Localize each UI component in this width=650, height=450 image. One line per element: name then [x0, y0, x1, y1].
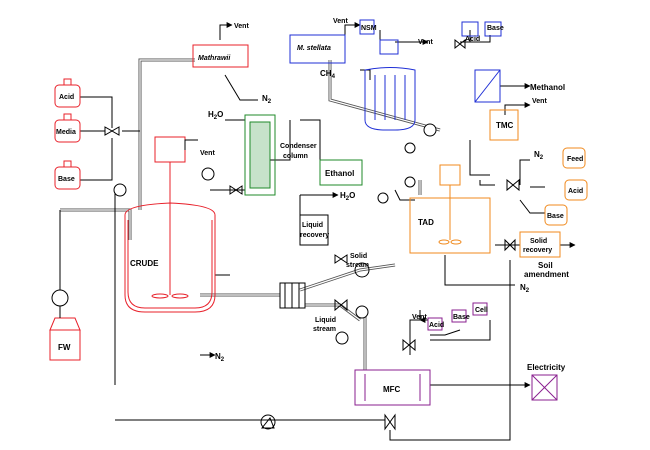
acid-label-red: Acid	[59, 94, 74, 101]
electricity-output	[531, 374, 558, 401]
liquid-recovery-label-1: Liquid	[302, 222, 323, 229]
vent-label-stellata: Vent	[333, 18, 348, 25]
solid-recovery-label-1: Solid	[530, 238, 547, 245]
cell-label: Cell	[475, 307, 488, 314]
process-pipes	[60, 58, 441, 370]
tad-reactor	[409, 109, 588, 258]
h2o-out-label: H2O	[340, 191, 355, 202]
solid-stream-label-1: Solid	[350, 253, 367, 260]
ethanol-label: Ethanol	[325, 169, 354, 178]
vent-label-tmc: Vent	[532, 98, 547, 105]
m-stellata-tank	[289, 34, 346, 64]
feed-label: Feed	[567, 156, 583, 163]
liquid-recovery-label-2: recovery	[300, 232, 329, 239]
fw-tank	[49, 317, 81, 361]
n2-label-tmc: N2	[534, 150, 544, 161]
soil-amendment-label-1: Soil	[538, 261, 553, 270]
pump-icon	[260, 262, 370, 430]
liquid-stream-label-1: Liquid	[315, 317, 336, 324]
n2-label-tad: N2	[520, 283, 530, 294]
vent-label-crude: Vent	[200, 150, 215, 157]
base-label-purple: Base	[453, 314, 470, 321]
acid-label-purple: Acid	[429, 322, 444, 329]
base-label-red: Base	[58, 176, 75, 183]
base-label-blue: Base	[487, 25, 504, 32]
methanol-label: Methanol	[530, 83, 565, 92]
media-label: Media	[56, 129, 76, 136]
m-stellata-label: M. stellata	[297, 45, 331, 52]
feed-tanks-red	[54, 78, 81, 190]
mathrawii-label: Mathrawii	[198, 55, 231, 62]
process-lines	[80, 22, 576, 441]
acid-label-blue: Acid	[465, 36, 480, 43]
gauge-icons	[113, 123, 437, 345]
solid-recovery-label-2: recovery	[523, 247, 552, 254]
ethanol-tank	[319, 159, 363, 186]
tad-label: TAD	[418, 218, 434, 227]
electricity-label: Electricity	[527, 363, 566, 372]
n2-label-crude: N2	[215, 352, 225, 363]
mfc-label: MFC	[383, 385, 401, 394]
base-label-orange: Base	[547, 213, 564, 220]
ch4-label: CH4	[320, 69, 336, 80]
mathrawii-tank	[192, 44, 249, 68]
acid-label-orange: Acid	[568, 188, 583, 195]
fw-label: FW	[58, 343, 71, 352]
solid-stream-label-2: stream	[346, 262, 369, 269]
crude-label: CRUDE	[130, 259, 159, 268]
condenser-column	[244, 114, 276, 196]
vent-label-mfc: Vent	[412, 314, 427, 321]
vent-label-mathrawii: Vent	[234, 23, 249, 30]
vent-label-methane: Vent	[418, 39, 433, 46]
nsm-label: NSM	[361, 25, 377, 32]
liquid-stream-label-2: stream	[313, 326, 336, 333]
crude-reactor	[124, 136, 216, 313]
methanotroph-reactor	[359, 19, 502, 131]
tmc-label: TMC	[496, 121, 514, 130]
liquid-recovery-unit	[299, 214, 329, 246]
filter-unit	[279, 282, 306, 309]
n2-label-mathrawii: N2	[262, 94, 272, 105]
condenser-label-2: column	[283, 153, 308, 160]
condenser-label-1: Condenser	[280, 143, 317, 150]
valve-icons	[104, 38, 520, 431]
h2o-in-label: H2O	[208, 110, 223, 121]
soil-amendment-label-2: amendment	[524, 270, 569, 279]
mfc-reactor	[354, 302, 488, 406]
fw-pump-icon	[51, 210, 69, 318]
